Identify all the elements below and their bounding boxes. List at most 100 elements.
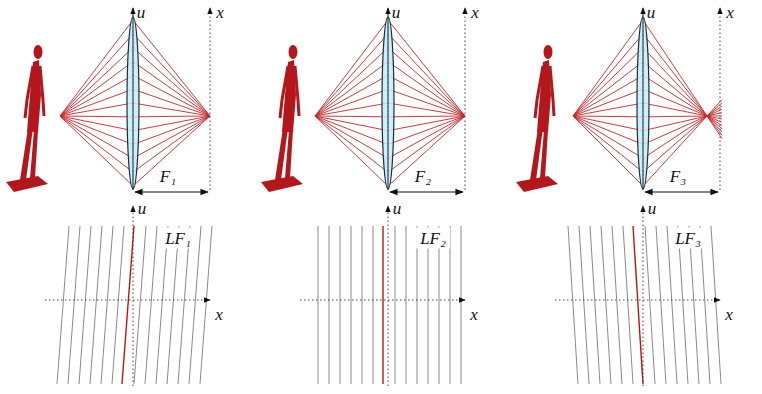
ray [388, 62, 465, 117]
ray [643, 116, 707, 131]
dimension-arrow [135, 191, 208, 192]
field-line [601, 226, 611, 384]
field-line [57, 226, 69, 384]
ray [388, 116, 465, 158]
ray [133, 116, 210, 186]
statue-legs [275, 128, 293, 180]
ray [133, 116, 210, 145]
ray [643, 103, 707, 116]
ray [573, 116, 643, 158]
field-line [689, 226, 699, 384]
dimension-arrow [390, 191, 463, 192]
field-line [678, 226, 688, 384]
statue-arms [535, 66, 554, 118]
field-line [590, 226, 600, 384]
ray [388, 20, 465, 116]
ray [388, 75, 465, 116]
field-line [568, 226, 578, 384]
statue-head [289, 45, 298, 59]
field-line [134, 226, 146, 384]
ray [60, 48, 133, 116]
field-line [417, 226, 418, 384]
statue-figure [516, 45, 558, 192]
ray [315, 75, 388, 116]
ray [133, 48, 210, 116]
field-line [167, 226, 179, 384]
field-line [362, 226, 363, 384]
ray [133, 116, 210, 158]
light-field-label: LF₁ [161, 228, 195, 249]
axis-label: x [471, 4, 479, 21]
ray [315, 116, 388, 118]
ray [315, 116, 388, 158]
ray [573, 116, 643, 186]
ray [573, 89, 643, 116]
field-line [79, 226, 91, 384]
ray [133, 103, 210, 116]
ray [573, 116, 643, 145]
ray [573, 62, 643, 117]
focus-line [382, 226, 383, 384]
axis-label: x [470, 306, 478, 323]
ray [60, 116, 133, 145]
axis-label: x [215, 306, 223, 323]
focal-distance-label: F₁ [156, 166, 180, 187]
ray [60, 34, 133, 116]
ray [643, 62, 707, 117]
field-line [406, 226, 407, 384]
field-line [145, 226, 157, 384]
lens-axis [643, 20, 644, 188]
field-line [200, 226, 212, 384]
axis-label: x [216, 4, 224, 21]
statue-base [6, 176, 48, 192]
statue-legs [20, 128, 38, 180]
u-axis [643, 206, 644, 386]
panel [516, 8, 722, 386]
field-line [101, 226, 113, 384]
statue-legs [530, 128, 548, 180]
axis-label: u [138, 200, 147, 217]
statue-figure [6, 45, 48, 192]
u-axis [388, 206, 389, 386]
field-line [178, 226, 190, 384]
field-line [428, 226, 429, 384]
panel [261, 8, 465, 386]
ray [315, 34, 388, 116]
ray [573, 116, 643, 131]
axis-label: x [725, 306, 733, 323]
ray [60, 116, 133, 172]
field-line [318, 226, 319, 384]
statue-arms [280, 66, 299, 118]
statue-base [261, 176, 303, 192]
x-axis [300, 300, 465, 301]
field-line [579, 226, 589, 384]
light-field-label: LF₂ [416, 228, 450, 249]
ray [60, 89, 133, 116]
field-line [439, 226, 440, 384]
ray [133, 34, 210, 116]
ray [60, 20, 133, 116]
ray [60, 116, 133, 186]
field-line [351, 226, 352, 384]
ray [643, 20, 707, 116]
panel [6, 8, 212, 386]
light-field [568, 226, 721, 384]
ray [643, 116, 707, 118]
light-field-label: LF₃ [671, 228, 705, 249]
field-line [156, 226, 168, 384]
ray [133, 116, 210, 172]
ray [573, 116, 643, 172]
field-line [68, 226, 80, 384]
ray [60, 103, 133, 116]
x-axis [45, 300, 210, 301]
ray [315, 116, 388, 131]
focal-distance-label: F₂ [411, 166, 435, 187]
statue-arms [25, 66, 44, 118]
ray [643, 34, 707, 116]
ray [388, 116, 465, 131]
axis-label: x [726, 4, 734, 21]
ray [60, 116, 133, 118]
field-line [461, 226, 462, 384]
lens-axis [133, 20, 134, 188]
